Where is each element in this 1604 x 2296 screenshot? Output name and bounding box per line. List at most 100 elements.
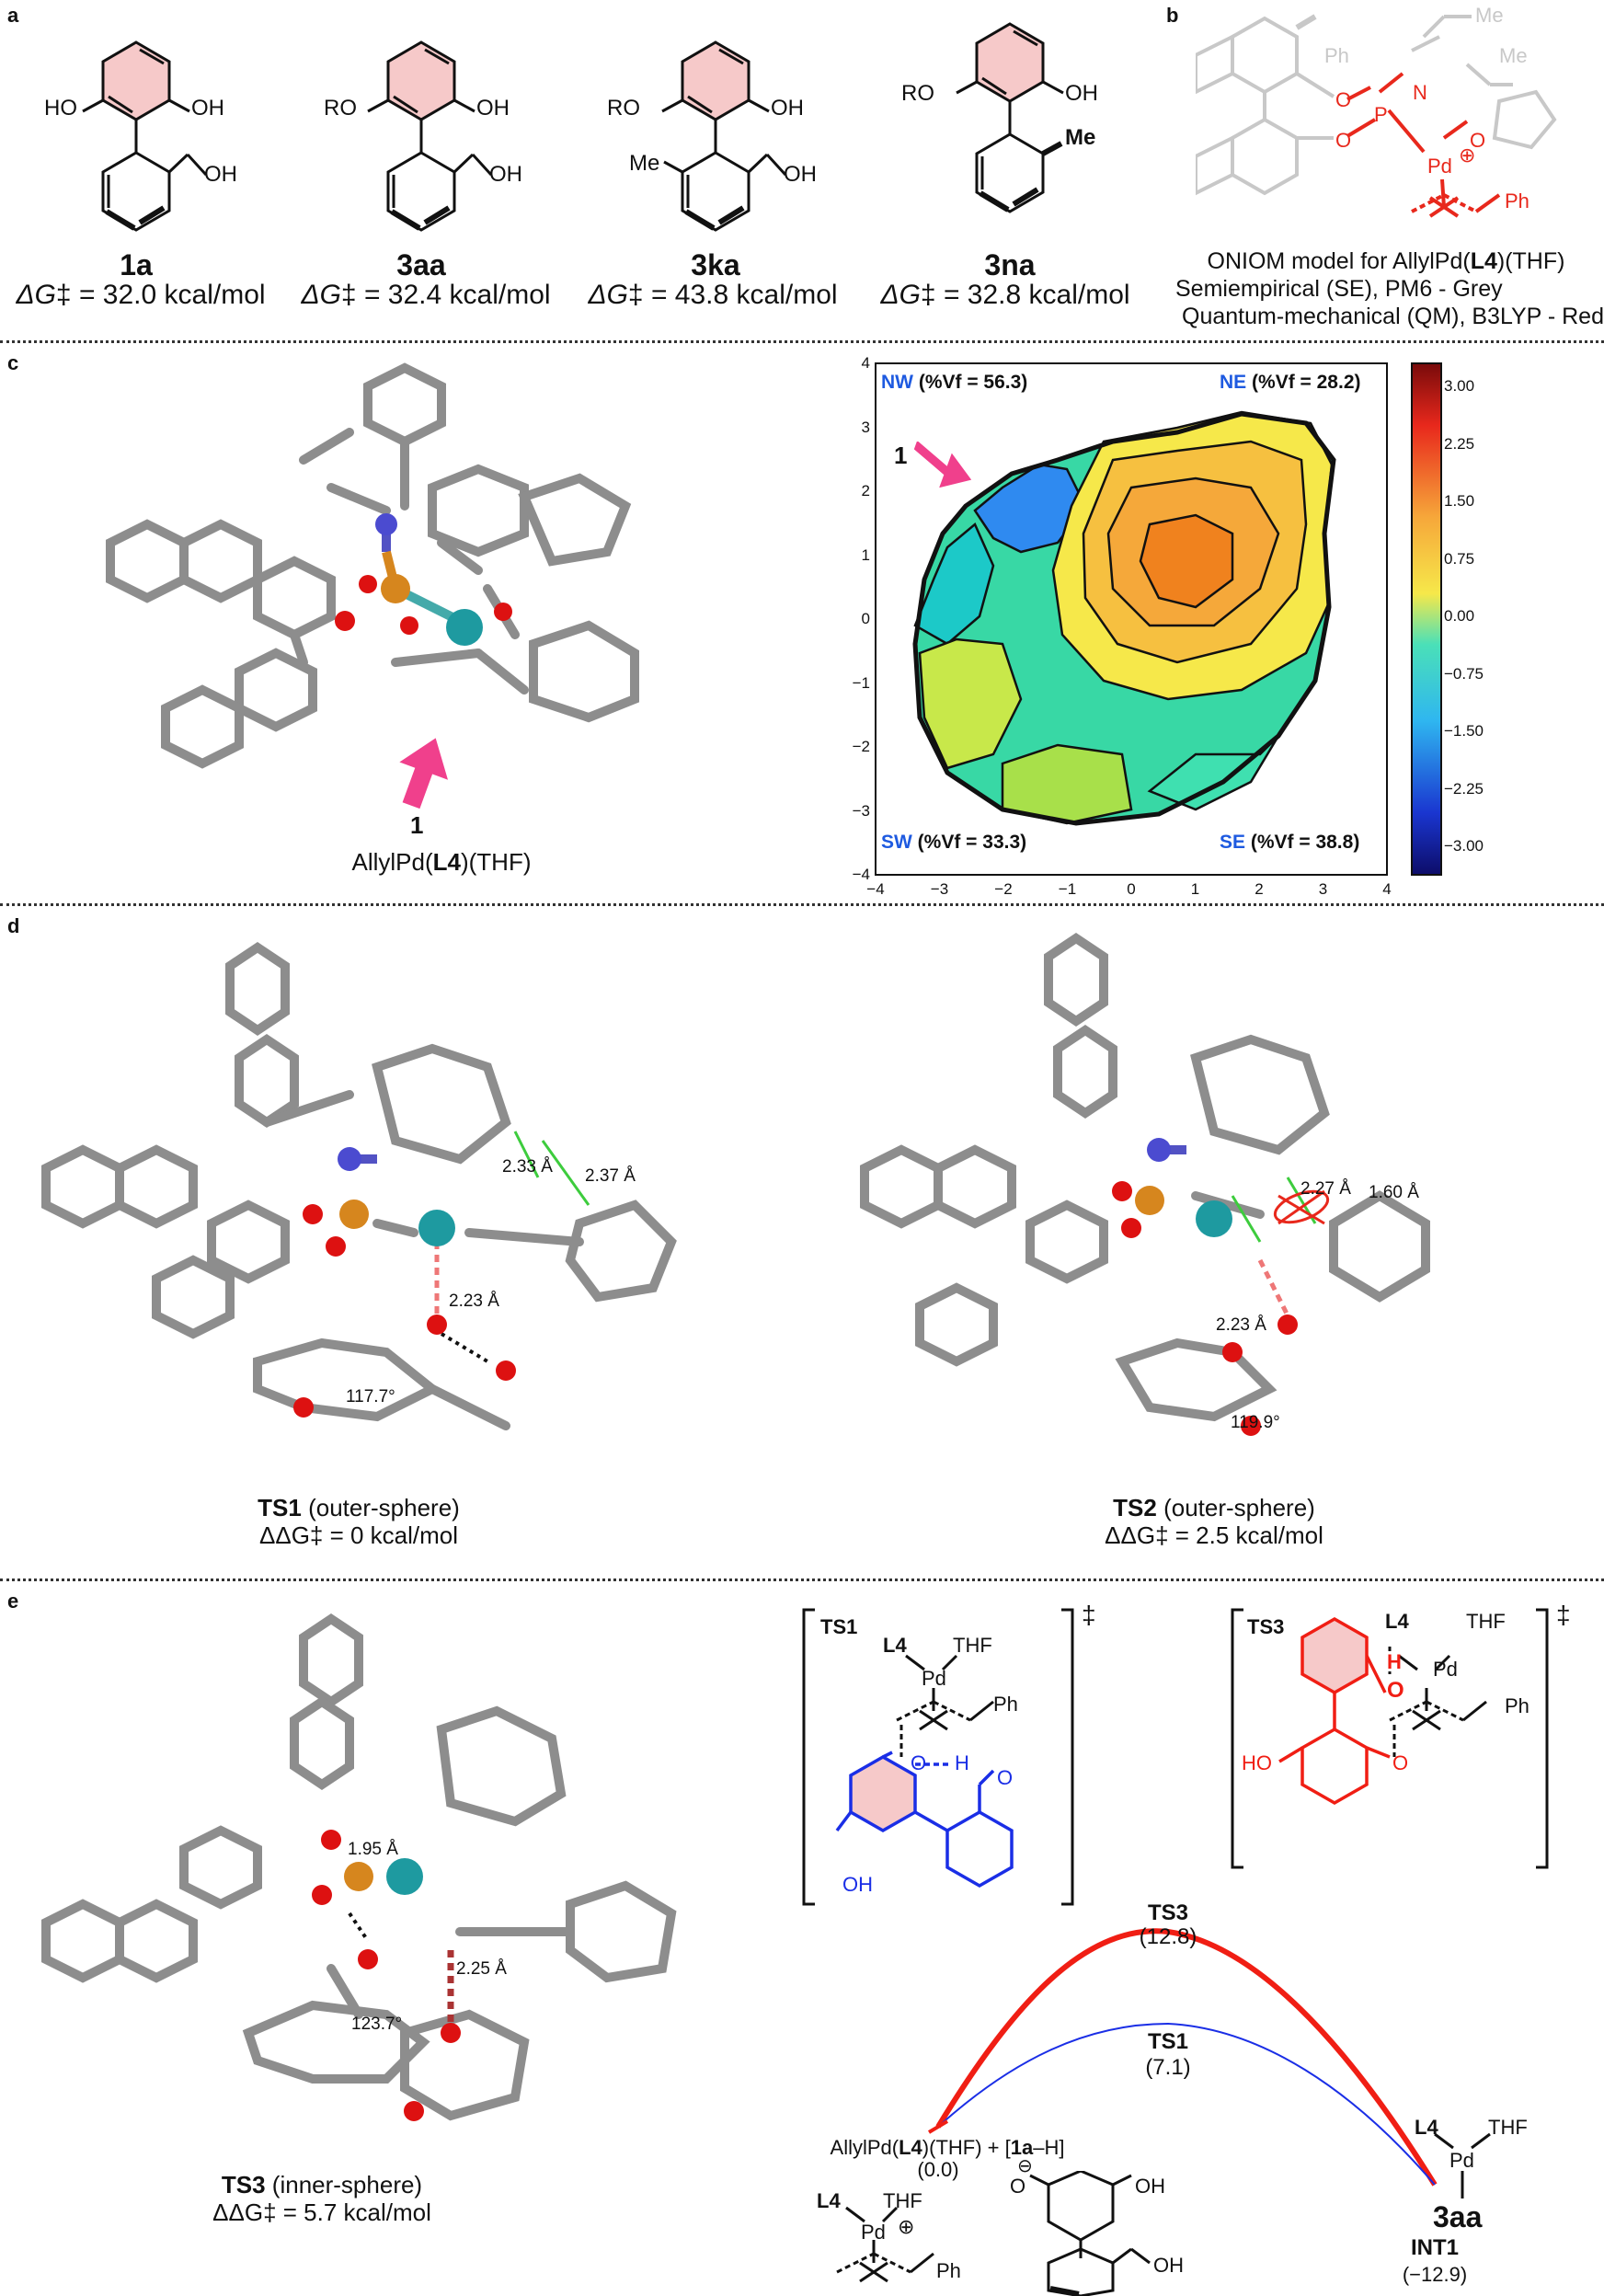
energy-profile: [927, 1928, 1438, 2187]
map-y-tick: −4: [852, 866, 870, 883]
compound-1a-right-sub: OH: [191, 96, 224, 121]
ts1-caption-energy: ΔΔG‡ = 0 kcal/mol: [258, 1521, 459, 1549]
reactant-oh-2: OH: [1153, 2254, 1184, 2277]
product-pd: Pd: [1449, 2149, 1474, 2172]
colorbar-tick: 2.25: [1444, 434, 1475, 453]
ts1-distance-3: 2.23 Å: [449, 1292, 499, 1311]
panel-label-e: e: [7, 1590, 19, 1613]
reactant-plus-icon: ⊕: [898, 2215, 915, 2238]
map-y-tick: 0: [861, 610, 870, 627]
ts1-3d-model: [41, 941, 677, 1430]
reactant-o: O: [1010, 2175, 1026, 2198]
allylpd-3d-model: [106, 362, 639, 769]
ts1-struct-thf: THF: [953, 1634, 992, 1657]
ts3-angle: 123.7°: [351, 2015, 403, 2034]
map-y-tick: −3: [852, 801, 870, 820]
ts3-caption-energy: ΔΔG‡ = 5.7 kcal/mol: [212, 2198, 431, 2226]
compound-3ka-left-sub: RO: [607, 96, 640, 121]
ts3-struct-ho: HO: [1242, 1751, 1272, 1774]
compound-dg-3aa: ΔG‡ = 32.4 kcal/mol: [301, 280, 551, 310]
product-structure: [1434, 2132, 1491, 2198]
compound-3aa-left-sub: RO: [324, 96, 357, 121]
ts2-distance-1: 2.27 Å: [1300, 1179, 1351, 1199]
allylpd-caption: AllylPd(L4)(THF): [351, 848, 532, 876]
ts1-struct-o2: O: [997, 1766, 1014, 1789]
oniom-o1: O: [1335, 88, 1352, 111]
map-y-tick: −1: [852, 673, 870, 692]
compound-3ka-right-sub: OH: [771, 96, 804, 121]
map-arrow-label: 1: [894, 442, 908, 469]
product-name: 3aa: [1433, 2200, 1483, 2233]
map-x-tick: −3: [930, 880, 949, 898]
ts3-caption-title: TS3 (inner-sphere): [221, 2171, 423, 2198]
compound-3aa-right-sub: OH: [476, 96, 510, 121]
ts2-caption-energy: ΔΔG‡ = 2.5 kcal/mol: [1105, 1521, 1323, 1549]
reactant-structures: [836, 2171, 1151, 2296]
reactant-ph: Ph: [936, 2259, 961, 2282]
profile-ts3-label: TS3: [1147, 1900, 1188, 1925]
oniom-o3: O: [1470, 129, 1486, 152]
profile-end-label: INT1: [1410, 2235, 1459, 2260]
ts1-struct-oh: OH: [842, 1873, 873, 1896]
ts2-angle: 119.9°: [1231, 1413, 1280, 1432]
compound-dg-3na: ΔG‡ = 32.8 kcal/mol: [880, 280, 1130, 310]
oniom-plus-icon: ⊕: [1459, 144, 1476, 166]
map-x-tick: 2: [1255, 880, 1264, 898]
quadrant-nw: NW (%Vf = 56.3): [881, 372, 1028, 393]
panel-label-d: d: [7, 914, 20, 937]
ts1-struct-o1: O: [911, 1751, 927, 1774]
ts3-struct-thf: THF: [1466, 1610, 1506, 1633]
panel-label-b: b: [1166, 4, 1179, 27]
ts1-bracket-structure: [802, 1608, 1074, 1906]
colorbar-tick: −2.25: [1444, 779, 1484, 798]
panel-b-oniom-structure: [1196, 14, 1557, 218]
reactant-thf: THF: [883, 2189, 922, 2212]
colorbar-tick: 0.75: [1444, 549, 1475, 568]
map-x-tick: 1: [1190, 880, 1200, 898]
oniom-ph-top: Ph: [1324, 44, 1349, 67]
ts3-3d-model: [41, 1613, 677, 2121]
map-x-tick: 0: [1127, 880, 1136, 898]
oniom-me-top: Me: [1475, 4, 1504, 27]
compound-3na-right-sub: OH: [1065, 81, 1098, 106]
compound-3na-left-sub: RO: [901, 81, 934, 106]
reactant-pd: Pd: [861, 2221, 886, 2244]
panel-label-a: a: [7, 4, 19, 27]
oniom-o2: O: [1335, 129, 1352, 152]
ts3-struct-o: O: [1392, 1751, 1409, 1774]
pink-arrow-map-icon: [913, 442, 972, 488]
ts1-distance-1: 2.33 Å: [502, 1157, 553, 1177]
profile-curve-ts3: [935, 1928, 1438, 2187]
ts2-3d-model: [860, 932, 1430, 1436]
ts2-caption-title: TS2 (outer-sphere): [1113, 1494, 1315, 1521]
colorbar-tick: 3.00: [1444, 377, 1475, 395]
colorbar-tick: 0.00: [1444, 607, 1475, 625]
separator-1: [0, 340, 1604, 343]
reactant-o-minus-icon: ⊖: [1017, 2156, 1033, 2176]
separator-3: [0, 1578, 1604, 1581]
map-x-tick: −4: [866, 880, 885, 898]
ts1-struct-ph: Ph: [993, 1693, 1018, 1716]
compound-1a-bottom-sub: OH: [204, 162, 237, 187]
compound-name-1a: 1a: [120, 248, 153, 281]
panel-label-c: c: [7, 351, 19, 374]
oniom-p: P: [1374, 103, 1388, 126]
map-y-tick: 2: [861, 482, 870, 499]
panel-b-caption-3: Quantum-mechanical (QM), B3LYP - Red: [1182, 304, 1604, 329]
colorbar-tick: 1.50: [1444, 492, 1475, 510]
ts1-struct-tag: TS1: [820, 1615, 858, 1638]
compound-name-3ka: 3ka: [691, 248, 740, 281]
panel-b-caption-1: ONIOM model for AllylPd(L4)(THF): [1207, 248, 1565, 274]
pink-arrow-c-icon: [399, 738, 448, 809]
ts2-distance-2: 1.60 Å: [1369, 1183, 1419, 1202]
compound-3ka-me-sub: Me: [629, 151, 660, 176]
compound-3aa-bottom-sub: OH: [489, 162, 522, 187]
reactant-oh-1: OH: [1135, 2175, 1165, 2198]
product-l4: L4: [1415, 2116, 1438, 2139]
quadrant-sw: SW (%Vf = 33.3): [881, 832, 1027, 853]
ts1-struct-pd: Pd: [922, 1667, 946, 1690]
ts1-angle: 117.7°: [346, 1387, 395, 1406]
ts3-struct-ph: Ph: [1505, 1694, 1530, 1717]
colorbar-tick: −3.00: [1444, 837, 1484, 855]
ts3-struct-pd: Pd: [1433, 1658, 1458, 1681]
